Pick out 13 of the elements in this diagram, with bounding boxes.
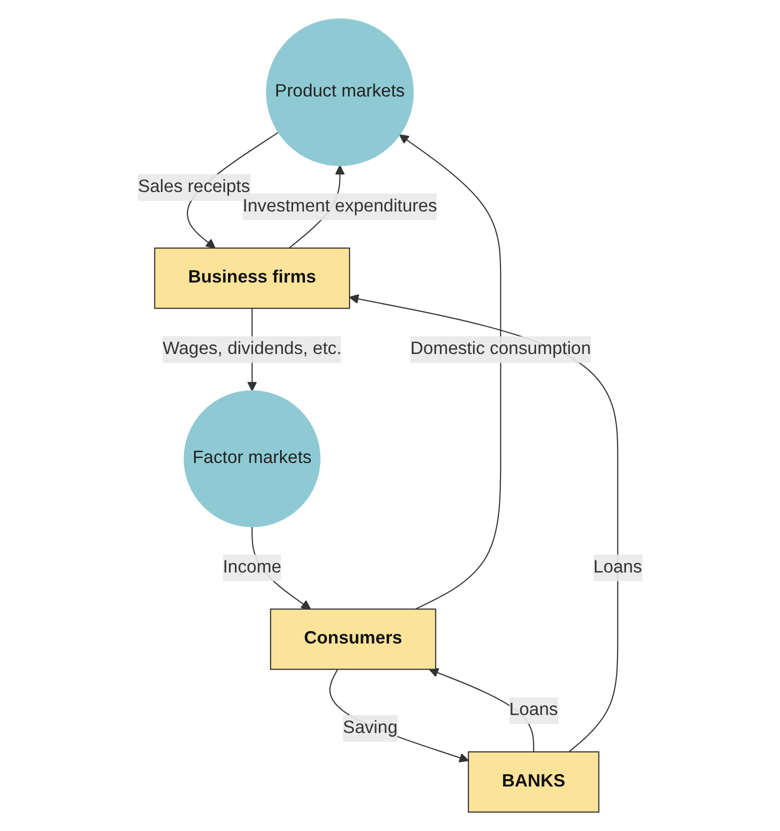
process-box: BANKS <box>468 751 600 813</box>
market-circle: Product markets <box>266 18 414 166</box>
process-box: Business firms <box>154 248 350 309</box>
edge-label: Loans <box>509 697 558 724</box>
edge-label: Income <box>222 554 282 582</box>
edge-label: Investment expenditures <box>242 193 438 220</box>
market-circle: Factor markets <box>184 390 321 528</box>
arrow <box>399 134 502 610</box>
edge-label: Loans <box>593 554 642 582</box>
edge-label: Domestic consumption <box>410 336 591 363</box>
edge-label: Saving <box>342 714 398 742</box>
process-box: Consumers <box>270 608 436 670</box>
edge-label: Wages, dividends, etc. <box>162 336 342 363</box>
